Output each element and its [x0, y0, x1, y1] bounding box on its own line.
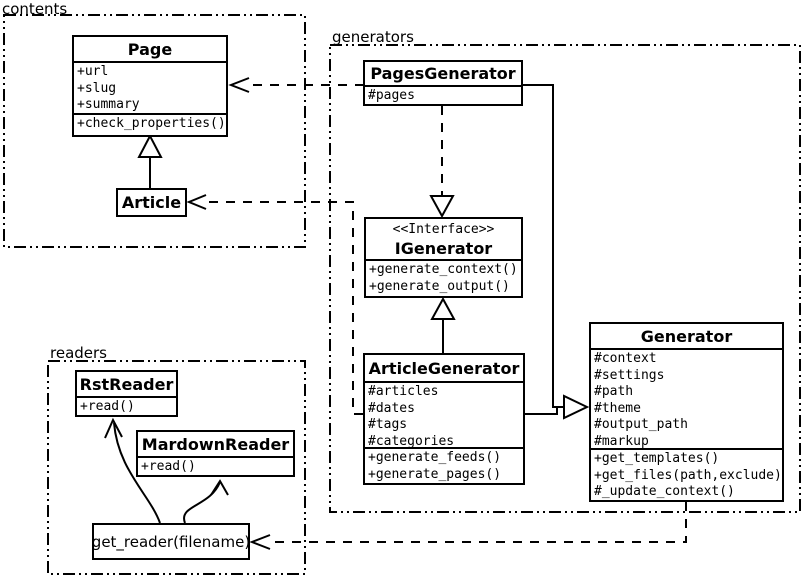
open-arrowhead-icon: [186, 194, 207, 210]
attribute: #articles: [368, 384, 439, 399]
open-arrowhead-icon: [249, 534, 271, 550]
get-reader-label: get_reader(filename): [91, 532, 251, 551]
generators-package-border: [329, 44, 801, 513]
method: #_update_context(): [594, 484, 735, 499]
get-reader-node: get_reader(filename): [92, 523, 250, 560]
class-articlegenerator-attributes: #articles #dates #tags #categories: [365, 381, 523, 449]
class-pagesgenerator: PagesGenerator #pages: [363, 60, 523, 106]
attribute: +url: [77, 64, 109, 79]
class-rstreader: RstReader +read(): [75, 370, 178, 417]
open-arrowhead-icon: [228, 77, 250, 93]
class-generator: Generator #context #settings #path #them…: [589, 322, 784, 502]
edge-pagesgenerator-generator: [520, 84, 563, 408]
inheritance-triangle-icon: [563, 394, 590, 420]
class-page-title: Page: [127, 39, 173, 59]
method: +get_files(path,exclude): [594, 467, 782, 483]
attribute: +slug: [77, 80, 117, 96]
class-article-title: Article: [121, 193, 182, 212]
attribute: #pages: [368, 88, 415, 103]
method: +check_properties(): [77, 116, 226, 131]
edge-getreader-rstreader: [113, 422, 161, 524]
edge-generator-getreader: [272, 502, 687, 543]
package-label-contents: contents: [2, 0, 68, 18]
method: +generate_context(): [369, 262, 518, 277]
method: +read(): [141, 459, 196, 474]
edge-articlegenerator-generator: [525, 407, 558, 415]
class-igenerator: <<Interface>> IGenerator +generate_conte…: [364, 217, 523, 298]
class-articlegenerator: ArticleGenerator #articles #dates #tags …: [363, 353, 525, 485]
attribute: #context: [594, 351, 657, 366]
class-mardownreader-title: MardownReader: [141, 434, 290, 454]
attribute: #markup: [594, 433, 649, 449]
class-rstreader-title: RstReader: [79, 374, 174, 394]
class-page: Page +url +slug +summary +check_properti…: [72, 35, 228, 137]
attribute: #dates: [368, 400, 415, 416]
package-label-generators: generators: [332, 28, 414, 46]
package-label-readers: readers: [50, 344, 107, 362]
attribute: #path: [594, 384, 634, 399]
class-pagesgenerator-title: PagesGenerator: [370, 64, 516, 83]
open-arrowhead-icon: [104, 417, 123, 439]
class-generator-methods: +get_templates() +get_files(path,exclude…: [591, 448, 782, 502]
stereotype: <<Interface>>: [392, 222, 495, 237]
class-articlegenerator-title: ArticleGenerator: [368, 358, 520, 378]
class-page-attributes: +url +slug +summary: [74, 61, 226, 113]
class-igenerator-methods: +generate_context() +generate_output(): [366, 259, 521, 296]
class-rstreader-methods: +read(): [77, 396, 176, 417]
inheritance-triangle-icon: [429, 195, 455, 219]
attribute: #output_path: [594, 417, 688, 432]
inheritance-triangle-icon: [137, 133, 163, 158]
edge-getreader-mardownreader: [183, 481, 221, 524]
attribute: #categories: [368, 433, 455, 449]
method: +generate_output(): [369, 278, 510, 294]
attribute: #theme: [594, 400, 641, 416]
class-generator-attributes: #context #settings #path #theme #output_…: [591, 348, 782, 449]
method: +generate_pages(): [368, 466, 502, 482]
class-article: Article: [116, 188, 187, 217]
class-generator-title: Generator: [640, 326, 733, 346]
class-mardownreader-methods: +read(): [138, 456, 293, 477]
class-articlegenerator-methods: +generate_feeds() +generate_pages(): [365, 447, 523, 484]
class-mardownreader: MardownReader +read(): [136, 430, 295, 477]
class-page-methods: +check_properties(): [74, 113, 226, 135]
contents-package-border: [3, 14, 306, 248]
attribute: +summary: [77, 97, 140, 112]
attribute: #tags: [368, 417, 408, 432]
open-arrowhead-icon: [210, 479, 229, 496]
method: +get_templates(): [594, 451, 720, 466]
edge-articlegenerator-article: [208, 201, 363, 415]
attribute: #settings: [594, 367, 665, 383]
inheritance-triangle-icon: [430, 296, 456, 320]
method: +generate_feeds(): [368, 450, 502, 465]
class-igenerator-header: <<Interface>> IGenerator: [366, 219, 521, 259]
class-pagesgenerator-attributes: #pages: [365, 85, 521, 106]
method: +read(): [80, 399, 135, 414]
class-igenerator-title: IGenerator: [394, 238, 493, 258]
readers-package-border: [47, 360, 306, 575]
